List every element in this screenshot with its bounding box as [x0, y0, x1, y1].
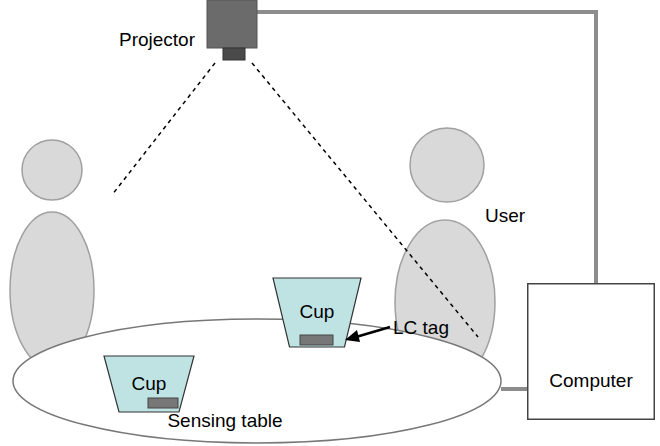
lc-tag-label: LC tag: [393, 318, 449, 339]
table-ellipse: [13, 319, 501, 443]
node-label: Projector: [119, 30, 195, 51]
projector-body: [207, 0, 257, 48]
cable-line: [257, 12, 596, 283]
projector-lens: [223, 48, 245, 60]
computer-rect: [528, 284, 655, 420]
node-label: Sensing table: [167, 411, 282, 432]
user-label: User: [485, 206, 525, 227]
cup-trapezoid: [104, 356, 194, 412]
lc-tag-chip: [148, 398, 178, 408]
computer-box: Computer: [527, 283, 655, 420]
node-label: Computer: [549, 371, 632, 392]
projector-box-outline: [207, 0, 257, 48]
left-person: [10, 140, 94, 368]
projector-box: Projector: [207, 0, 257, 48]
cable-line: [501, 387, 527, 391]
leader-line: [356, 327, 390, 337]
lc-tag-chip: [300, 335, 333, 345]
leader-arrowhead: [345, 330, 360, 342]
cup-shape: Cup: [103, 355, 195, 413]
node-label: Cup: [132, 374, 167, 395]
cup-shape: Cup: [272, 277, 362, 348]
cup-trapezoid: [273, 278, 361, 347]
node-label: Cup: [300, 302, 335, 323]
computer-box-outline: [527, 283, 655, 420]
